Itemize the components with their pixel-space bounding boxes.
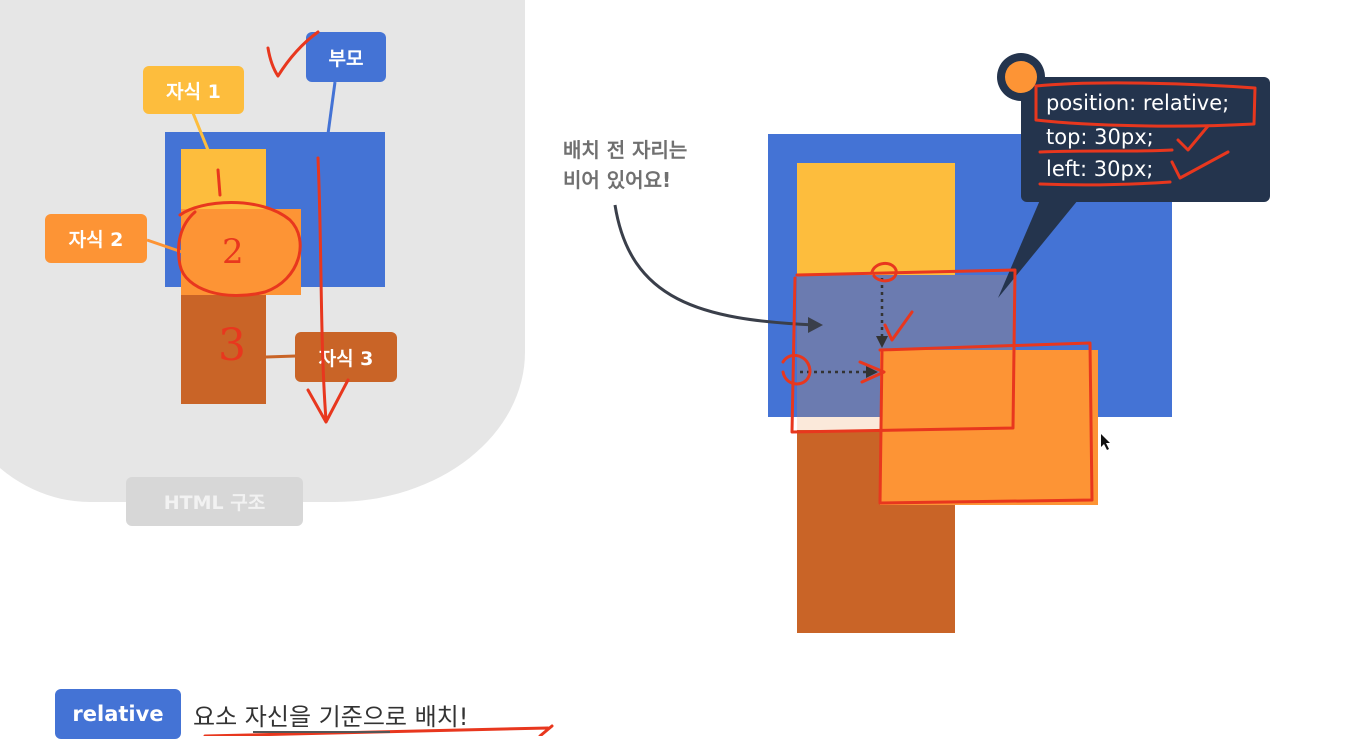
code-line-position: position: relative; (1046, 91, 1230, 115)
relative-badge: relative (55, 689, 181, 739)
empty-spot-note-line2: 비어 있어요! (563, 168, 672, 192)
parent-tag: 부모 (306, 32, 386, 82)
outline-new-position (878, 341, 1094, 505)
note-arrow (613, 204, 816, 327)
child2-tag: 자식 2 (45, 214, 147, 263)
child3-tag: 자식 3 (295, 332, 397, 382)
empty-spot-note: 배치 전 자리는 비어 있어요! (563, 135, 687, 195)
child3-leader-line (265, 354, 297, 359)
child2-box (181, 209, 301, 295)
circle-left-origin (781, 353, 812, 386)
circle-child2 (177, 201, 302, 297)
code-line3-underline (1038, 180, 1172, 187)
circle-top-origin (870, 262, 898, 283)
child1-tag: 자식 1 (143, 66, 244, 114)
code-line2-underline (1038, 148, 1174, 154)
code-line1-outline (1034, 81, 1257, 128)
child1-leader-line (191, 112, 210, 151)
check-mark-parent (266, 30, 320, 78)
rel-child1-box (797, 163, 955, 275)
child2-leader-line (146, 238, 183, 254)
mouse-cursor-icon (1101, 434, 1110, 450)
annotation-number-3: 3 (218, 320, 246, 371)
check-mark-top (1176, 124, 1210, 152)
annotation-number-2: 2 (222, 232, 244, 272)
code-line-top: top: 30px; (1046, 125, 1154, 149)
down-arrow-flow (306, 156, 350, 424)
empty-spot-note-line1: 배치 전 자리는 (563, 138, 688, 162)
check-top-arrow (883, 310, 914, 342)
line-child1-down (216, 168, 222, 197)
outline-original-position (790, 268, 1017, 434)
arrow-left-scribble (858, 360, 886, 384)
relative-caption: 요소 자신을 기준으로 배치! (193, 703, 469, 731)
parent-leader-line (326, 81, 337, 135)
child3-box (181, 295, 266, 404)
rel-original-position-gap (797, 417, 881, 430)
child1-box (181, 149, 266, 209)
html-structure-label: HTML 구조 (126, 477, 303, 526)
tooltip-pointer (998, 200, 1078, 298)
code-line-left: left: 30px; (1046, 157, 1154, 181)
check-mark-left (1170, 150, 1230, 180)
note-arrow-head-icon (808, 317, 823, 333)
css-code-tooltip: position: relative; top: 30px; left: 30p… (1021, 77, 1270, 202)
